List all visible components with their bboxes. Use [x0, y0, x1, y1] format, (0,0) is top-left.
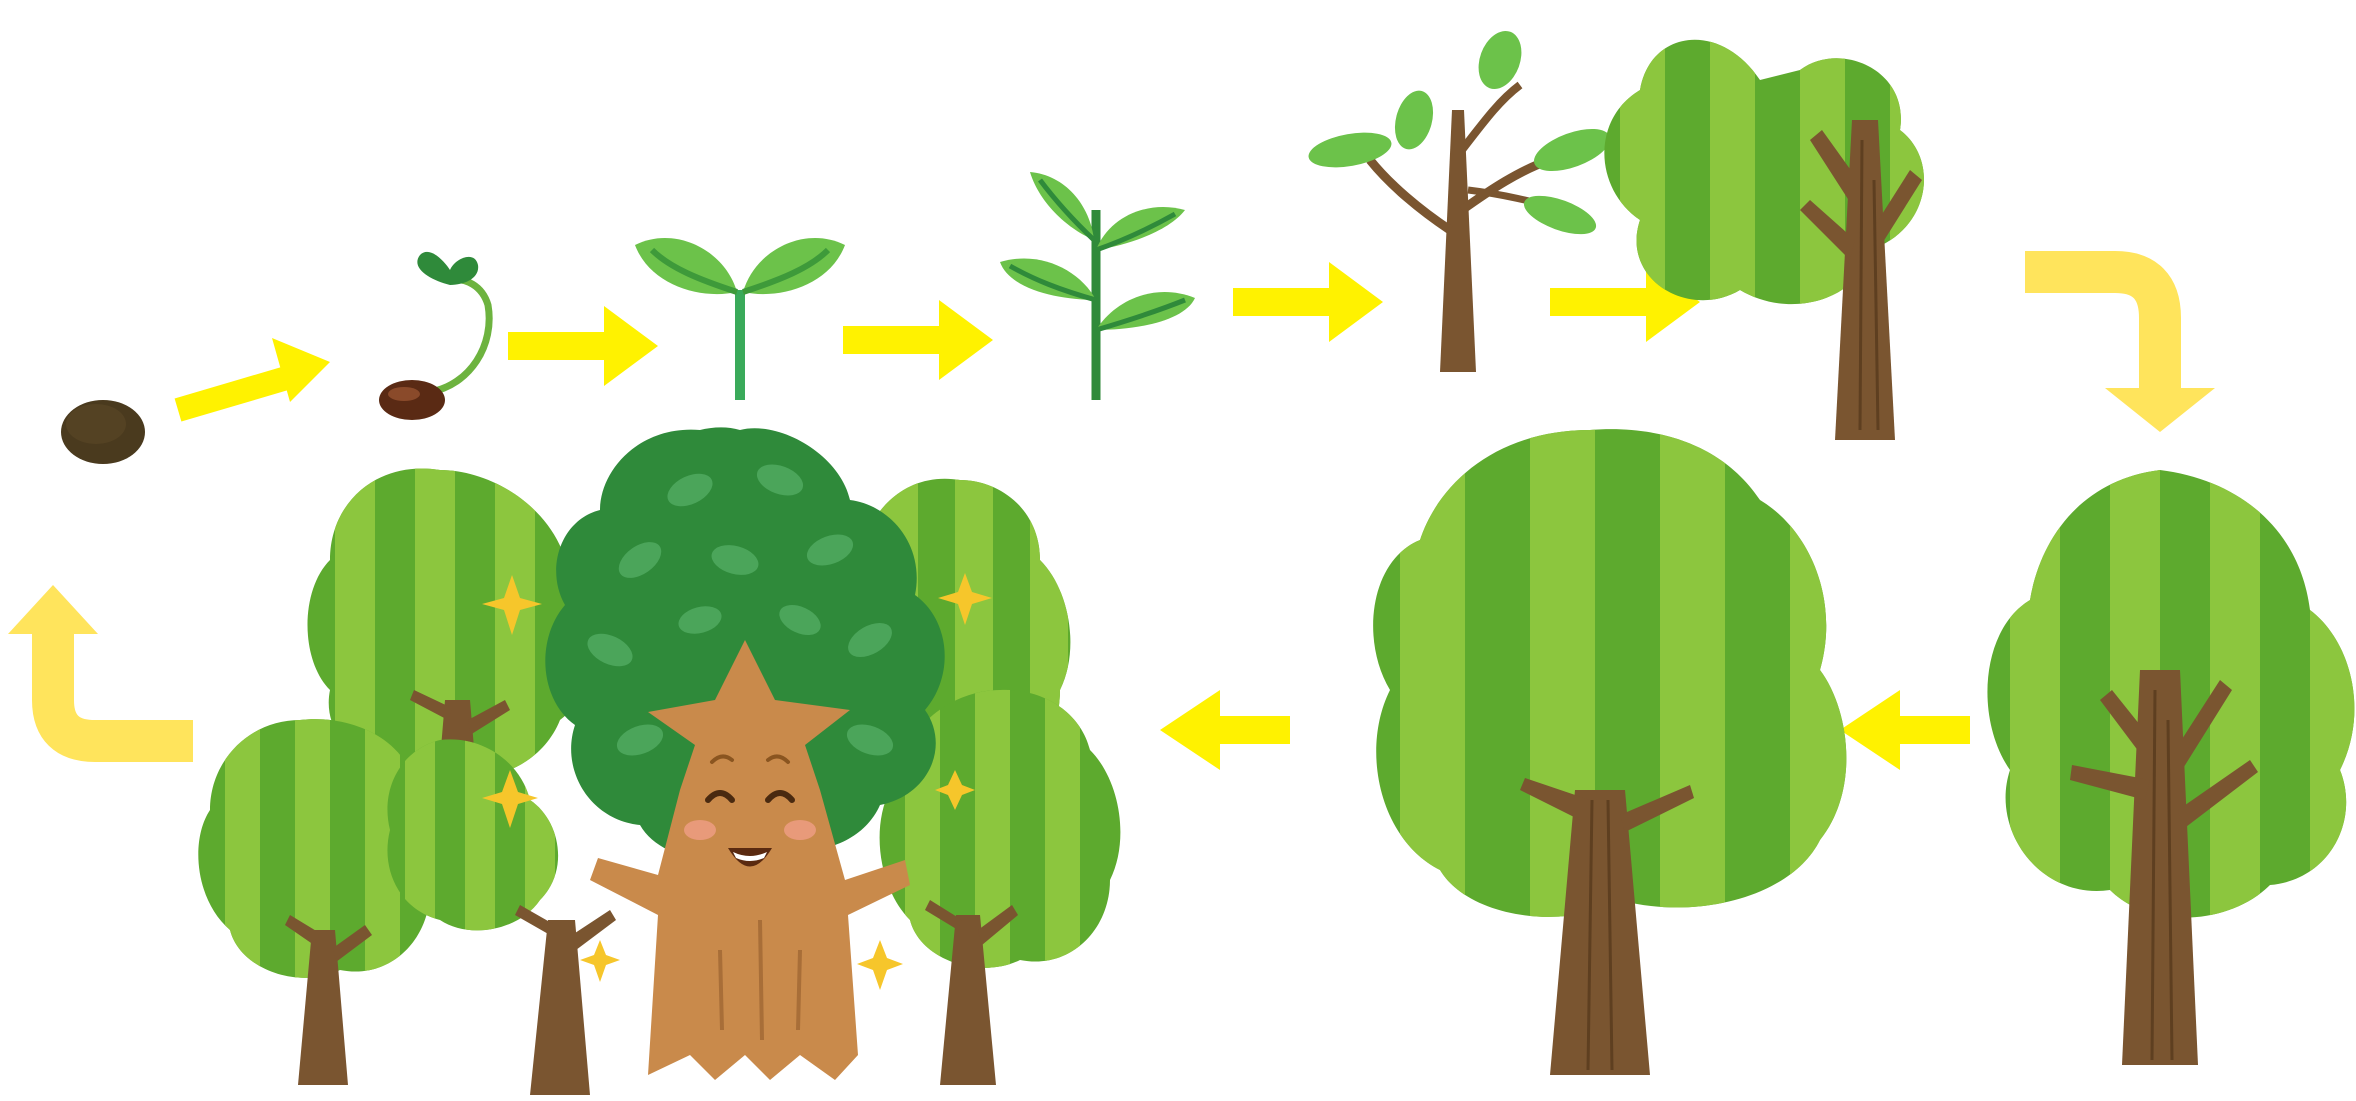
- seed-icon: [61, 400, 145, 464]
- curved-arrow-down-icon: [2025, 272, 2215, 432]
- arrow-6-icon: [1840, 690, 1970, 770]
- large-tree-icon: [1350, 420, 1870, 1075]
- arrow-4-icon: [1233, 262, 1383, 342]
- arrow-7-icon: [1160, 690, 1290, 770]
- arrow-3-icon: [843, 300, 993, 380]
- growing-tree-icon: [1960, 460, 2356, 1065]
- arrow-2-icon: [508, 306, 658, 386]
- germinating-seed-icon: [379, 252, 489, 420]
- sprout-icon: [635, 238, 845, 400]
- forest-icon: [190, 427, 1130, 1095]
- young-tree-icon: [1580, 0, 1960, 440]
- curved-arrow-up-icon: [8, 585, 193, 741]
- arrow-1-icon: [178, 338, 330, 410]
- seedling-icon: [1000, 172, 1195, 400]
